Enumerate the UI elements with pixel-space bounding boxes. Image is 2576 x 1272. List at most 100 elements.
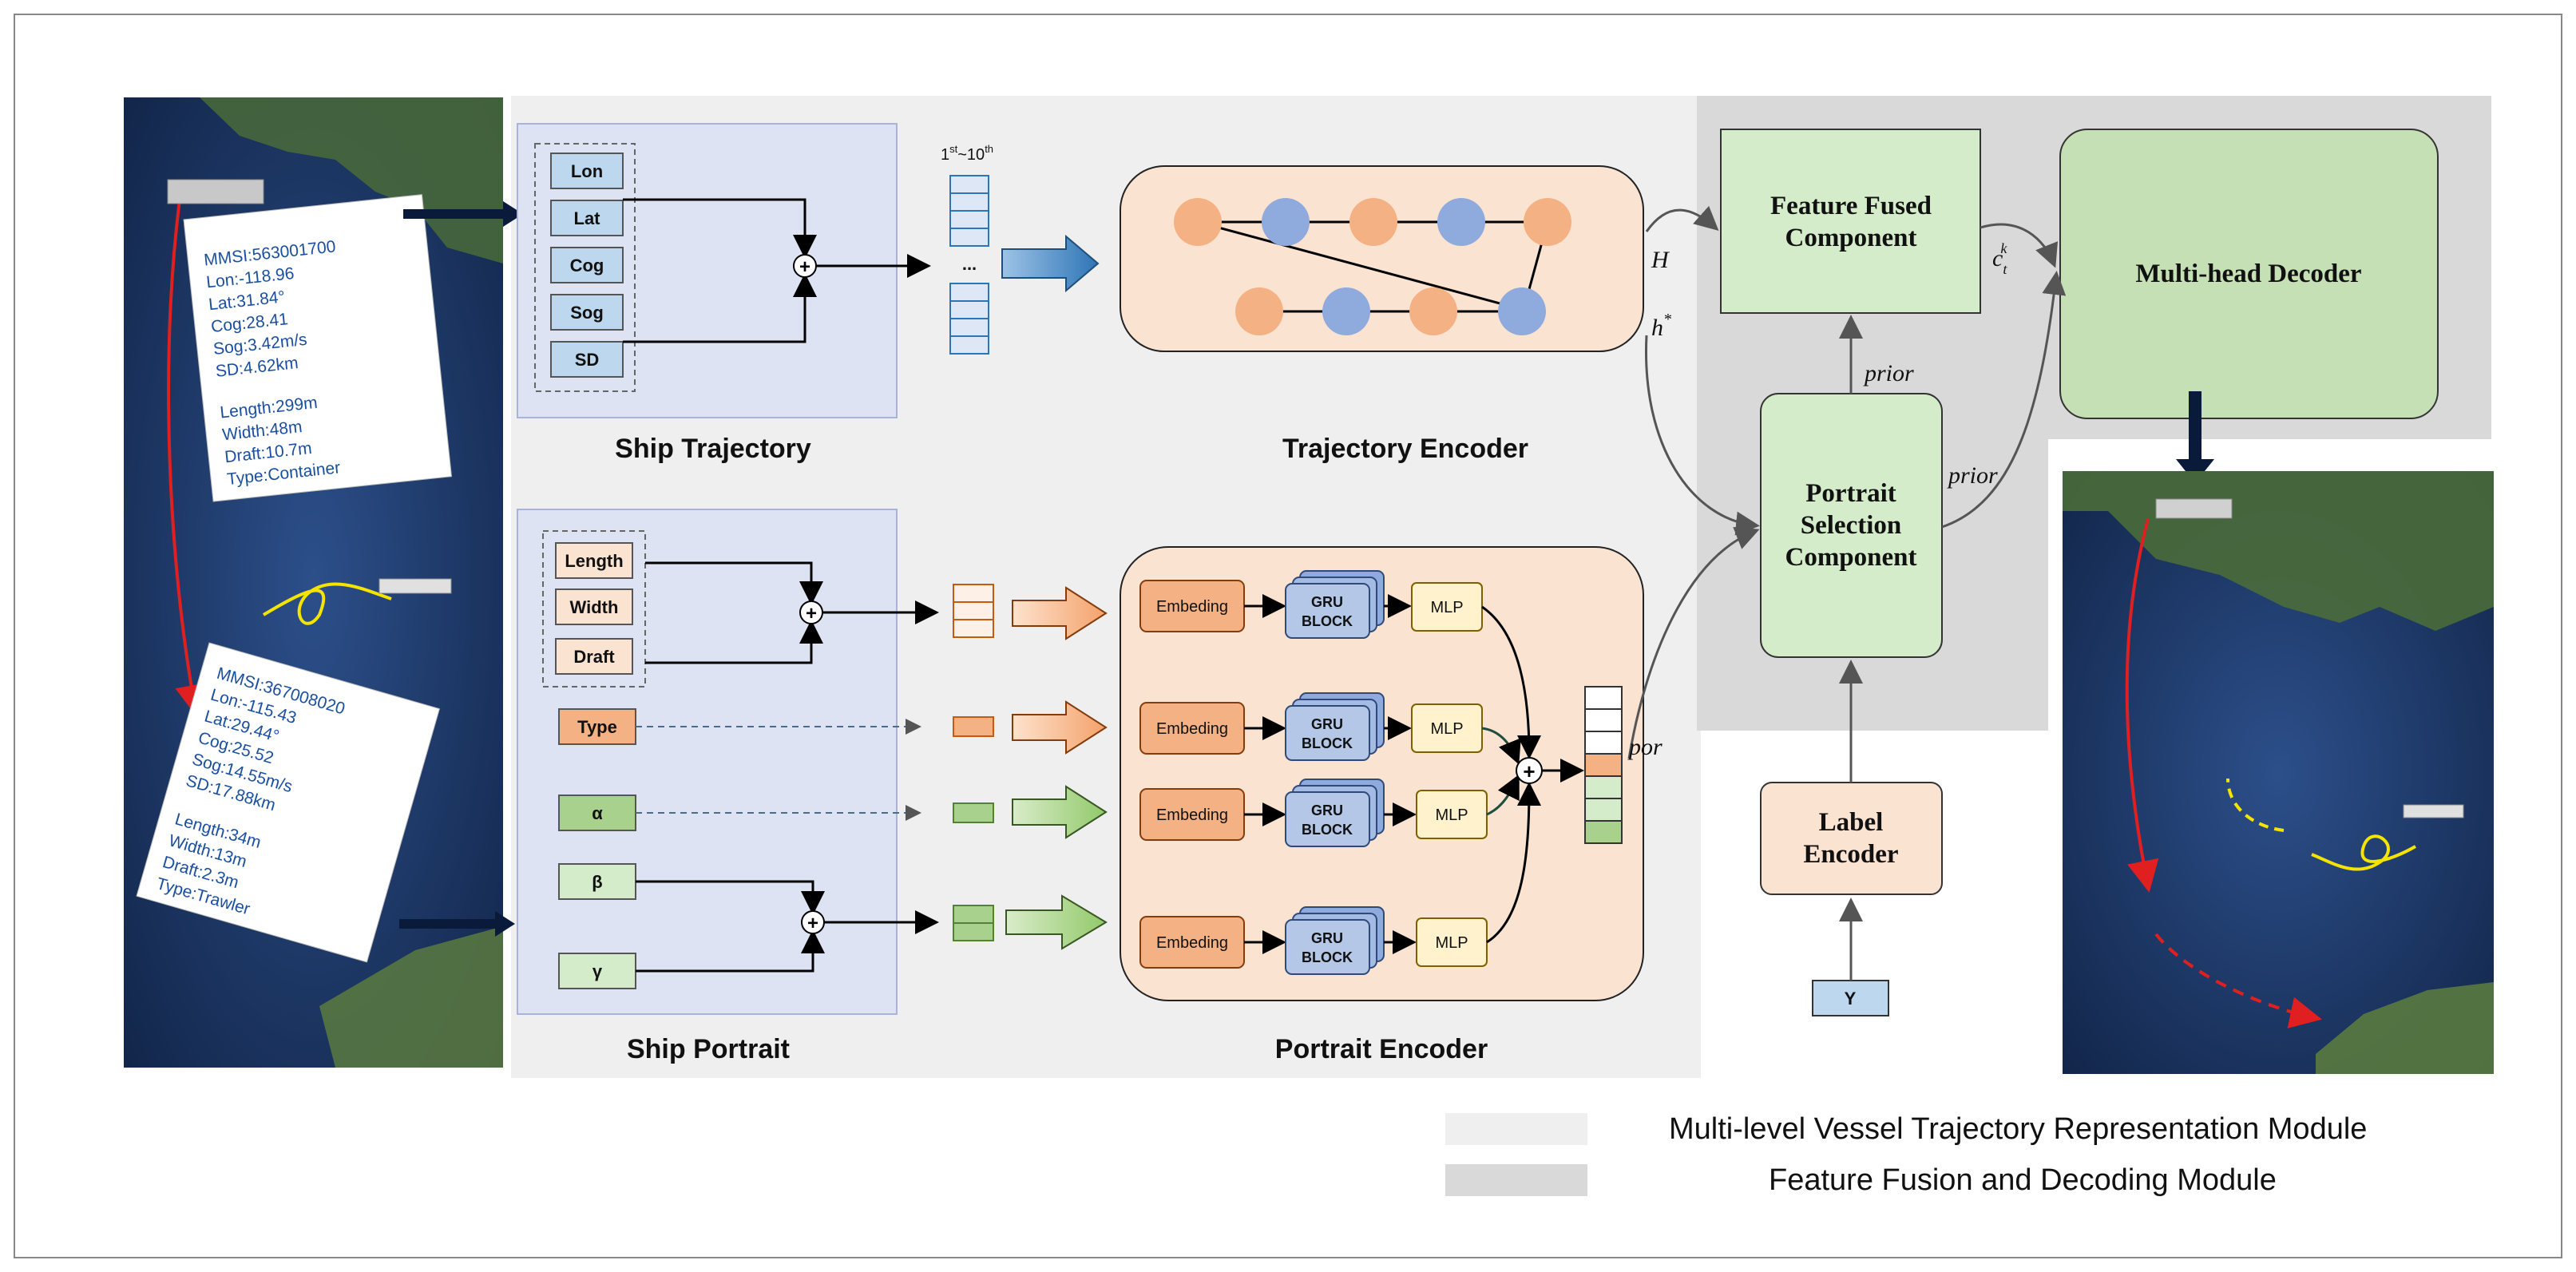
mlp-box: MLP <box>1416 790 1488 839</box>
y-input-box: Y <box>1812 980 1889 1016</box>
svg-text:Multi-head Decoder: Multi-head Decoder <box>2135 260 2361 288</box>
portrait-feature-beta: β <box>558 863 636 900</box>
svg-text:Type: Type <box>577 717 617 737</box>
svg-text:Lat: Lat <box>574 208 601 228</box>
legend-item-2: Feature Fusion and Decoding Module <box>1769 1163 2277 1197</box>
embedding-box: Embeding <box>1139 702 1245 755</box>
traj-feature-cog: Cog <box>550 247 624 283</box>
trajectory-sequence-stack: 1st~10th ... <box>941 143 1100 355</box>
gru-block: GRU BLOCK <box>1285 791 1370 847</box>
svg-text:Component: Component <box>1785 543 1916 572</box>
portrait-feature-length: Length <box>555 542 633 579</box>
svg-text:β: β <box>592 872 602 892</box>
seq-ellipsis: ... <box>962 254 977 274</box>
svg-text:+: + <box>1523 759 1535 783</box>
svg-text:α: α <box>592 803 603 823</box>
legend-swatch-light <box>1445 1113 1587 1145</box>
right-map <box>2063 471 2494 1074</box>
right-map-yellow-track <box>2311 834 2416 871</box>
svg-text:Length: Length <box>565 551 623 571</box>
svg-text:Y: Y <box>1845 989 1857 1008</box>
mlp-box: MLP <box>1411 703 1483 753</box>
left-map-yellow-track <box>262 582 392 625</box>
portrait-encoder-title: Portrait Encoder <box>1275 1034 1488 1064</box>
svg-text:Component: Component <box>1785 224 1916 252</box>
trajectory-encoder: Trajectory Encoder <box>1120 165 1644 464</box>
svg-text:BLOCK: BLOCK <box>1302 949 1353 965</box>
svg-text:SD: SD <box>575 350 600 370</box>
svg-text:Embeding: Embeding <box>1156 934 1228 952</box>
svg-text:Selection: Selection <box>1801 511 1901 540</box>
right-map-land-2 <box>2316 982 2494 1074</box>
fusion-decoding: Feature Fused Component Portrait Selecti… <box>1627 129 2439 1016</box>
portrait-feature-gamma: γ <box>558 953 636 989</box>
label-h-star: h* <box>1651 311 1671 341</box>
svg-text:Feature Fused: Feature Fused <box>1770 192 1932 220</box>
multi-head-decoder: Multi-head Decoder <box>2059 129 2439 419</box>
mlp-box: MLP <box>1416 917 1488 967</box>
svg-text:Portrait: Portrait <box>1805 479 1896 508</box>
legend-swatch-dark <box>1445 1164 1587 1196</box>
traj-feature-sog: Sog <box>550 294 624 331</box>
portrait-feature-type: Type <box>558 708 636 745</box>
svg-text:Sog: Sog <box>570 303 604 323</box>
portrait-feature-alpha: α <box>558 795 636 831</box>
svg-text:Embeding: Embeding <box>1156 598 1228 616</box>
svg-text:MLP: MLP <box>1430 599 1463 616</box>
traj-feature-lat: Lat <box>550 200 624 236</box>
svg-text:Label: Label <box>1819 808 1884 837</box>
label-prior-1: prior <box>1863 360 1914 386</box>
svg-text:Width: Width <box>570 597 619 617</box>
embedding-box: Embeding <box>1139 788 1245 841</box>
label-prior-2: prior <box>1947 462 1998 489</box>
right-map-route <box>2125 518 2159 893</box>
svg-text:MLP: MLP <box>1435 934 1468 952</box>
mlp-box: MLP <box>1411 582 1483 632</box>
svg-text:Embeding: Embeding <box>1156 720 1228 738</box>
ship-icon-4 <box>2403 804 2464 818</box>
svg-text:Draft: Draft <box>573 647 615 667</box>
ship-icon-3 <box>2155 498 2233 519</box>
traj-feature-lon: Lon <box>550 153 624 189</box>
legend: Multi-level Vessel Trajectory Representa… <box>1445 1112 2367 1197</box>
svg-text:Embeding: Embeding <box>1156 806 1228 824</box>
svg-text:GRU: GRU <box>1311 802 1343 818</box>
portrait-stacks <box>953 584 1108 950</box>
left-map-land-2 <box>319 926 503 1068</box>
ship-trajectory-block: Lon Lat Cog Sog SD + Ship Trajectory <box>517 123 931 464</box>
ship-icon-2 <box>378 578 452 594</box>
label-ctk: ctk <box>1992 240 2007 277</box>
feature-fused-component: Feature Fused Component <box>1720 129 1981 314</box>
embedding-box: Embeding <box>1139 580 1245 632</box>
embedding-box: Embeding <box>1139 916 1245 969</box>
info-card-1: MMSI:563001700 Lon:-118.96 Lat:31.84° Co… <box>183 194 453 502</box>
svg-text:+: + <box>799 256 810 278</box>
svg-text:Cog: Cog <box>570 256 604 275</box>
portrait-selection-component: Portrait Selection Component <box>1760 393 1943 658</box>
svg-text:MLP: MLP <box>1430 720 1463 738</box>
seq-label: 1st~10th <box>941 143 993 164</box>
svg-text:Encoder: Encoder <box>1803 840 1898 869</box>
svg-text:BLOCK: BLOCK <box>1302 822 1353 838</box>
label-por: por <box>1627 734 1663 760</box>
trajectory-encoder-title: Trajectory Encoder <box>1282 434 1528 464</box>
svg-text:MLP: MLP <box>1435 806 1468 824</box>
ship-trajectory-title: Ship Trajectory <box>615 434 811 464</box>
svg-text:GRU: GRU <box>1311 930 1343 946</box>
info-card-2: MMSI:367008020 Lon:-115.43 Lat:29.44° Co… <box>136 642 440 963</box>
svg-text:BLOCK: BLOCK <box>1302 613 1353 629</box>
svg-text:γ: γ <box>592 961 603 981</box>
portrait-feature-width: Width <box>555 588 633 625</box>
svg-text:Lon: Lon <box>571 161 603 181</box>
label-encoder: Label Encoder <box>1760 782 1943 895</box>
gru-block: GRU BLOCK <box>1285 919 1370 975</box>
svg-text:+: + <box>806 603 817 624</box>
ship-icon-1 <box>167 179 264 204</box>
map-to-portrait-arrowhead <box>495 911 515 937</box>
legend-item-1: Multi-level Vessel Trajectory Representa… <box>1669 1112 2367 1146</box>
map-to-trajectory-arrowhead <box>503 201 523 227</box>
